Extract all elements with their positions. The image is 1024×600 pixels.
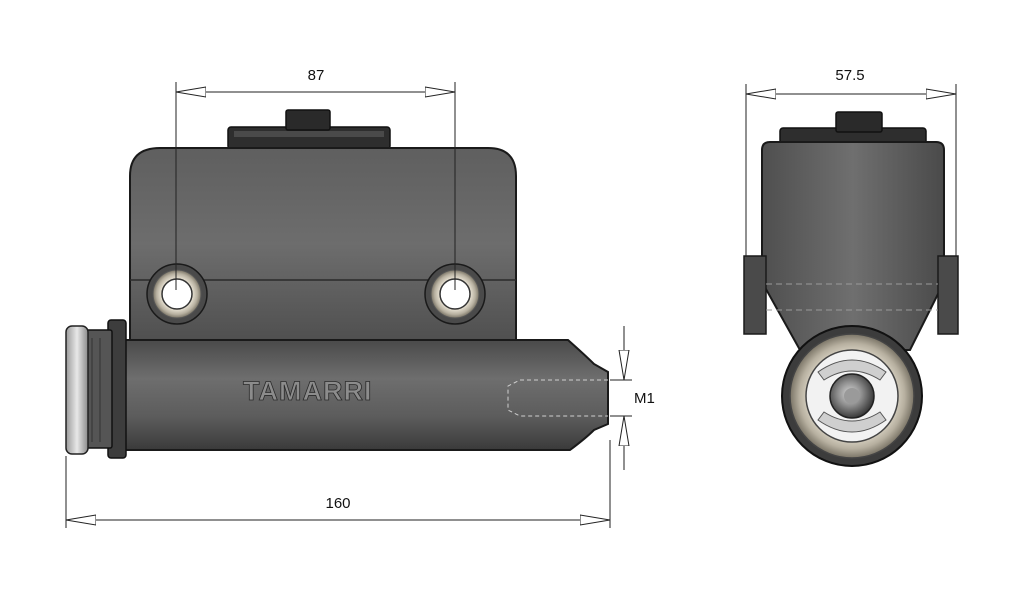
end-view (743, 111, 959, 467)
dimension-160: 160 (65, 440, 611, 528)
end-view-lug-right (937, 255, 959, 335)
end-view-lug-left (743, 255, 767, 335)
dimension-label-87: 87 (308, 67, 325, 84)
reservoir-cap (227, 109, 391, 150)
outlet-bore-hidden (507, 379, 608, 417)
end-view-body (761, 141, 945, 351)
dimension-label-160: 160 (325, 495, 350, 512)
dimension-label-m1: M1 (634, 390, 655, 407)
brand-logo: TAMARRI (243, 376, 372, 406)
dimension-57-5: 57.5 (745, 67, 957, 256)
side-view: TAMARRI (65, 109, 609, 459)
end-view-bore (781, 325, 923, 467)
dimension-m1: M1 (610, 326, 655, 470)
mounting-hole-left (146, 263, 208, 325)
mounting-hole-right (424, 263, 486, 325)
cylinder-barrel (123, 339, 609, 451)
dimension-87: 87 (175, 67, 456, 290)
end-view-cap (779, 111, 927, 147)
rear-seal (65, 319, 127, 459)
dimension-label-57-5: 57.5 (835, 67, 864, 84)
